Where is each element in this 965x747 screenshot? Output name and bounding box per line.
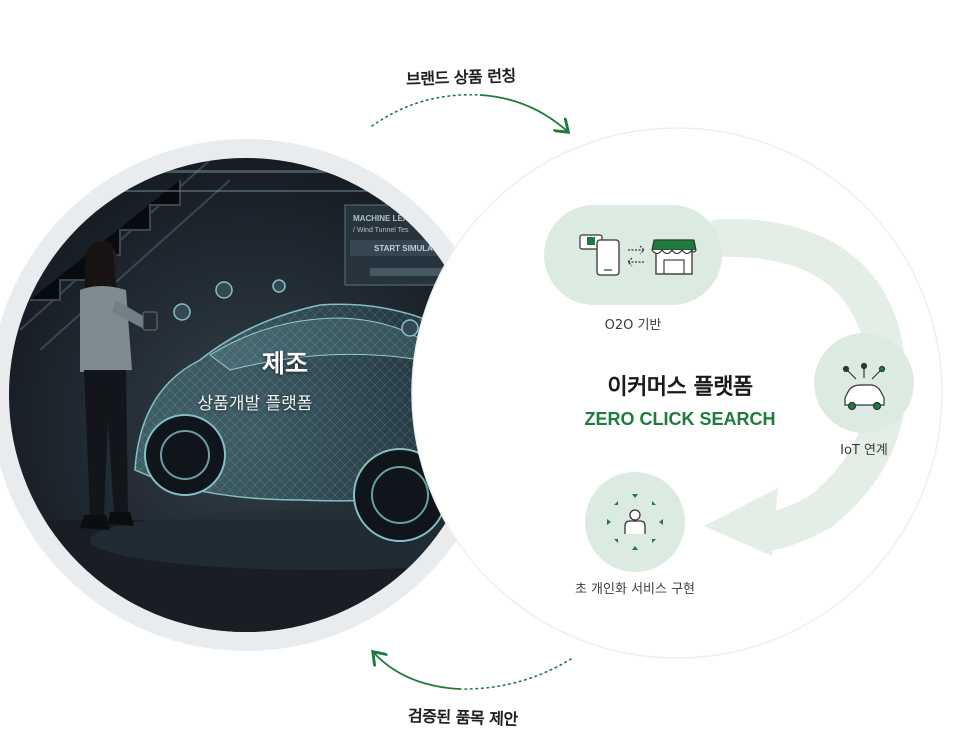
personalization-user-icon bbox=[607, 494, 663, 550]
top-flow-arrow bbox=[371, 93, 567, 131]
manufacturing-subtitle: 상품개발 플랫폼 bbox=[197, 394, 313, 414]
ecommerce-title: 이커머스 플랫폼 bbox=[607, 375, 753, 400]
bottom-arc-label: 검증된 품목 제안 bbox=[407, 706, 518, 729]
engineer-figure bbox=[80, 241, 158, 530]
manufacturing-title: 제조 bbox=[261, 349, 308, 378]
bottom-flow-arrow bbox=[374, 653, 572, 690]
personalization-node-label: 초 개인화 서비스 구현 bbox=[574, 582, 696, 597]
o2o-phone-store-icon bbox=[579, 234, 697, 276]
iot-node bbox=[814, 333, 914, 433]
screen-text-3: START SIMULA bbox=[374, 244, 433, 253]
o2o-node-label: O2O 기반 bbox=[604, 318, 662, 333]
connected-car-icon bbox=[842, 362, 886, 411]
o2o-node bbox=[544, 205, 722, 305]
screen-text-1: MACHINE LEA bbox=[353, 214, 409, 223]
personalization-node bbox=[585, 472, 685, 572]
ecommerce-subtitle: ZERO CLICK SEARCH bbox=[584, 409, 776, 429]
top-arc-label: 브랜드 상품 런칭 bbox=[405, 66, 517, 89]
car-wireframe bbox=[134, 303, 471, 542]
screen-text-2: / Wind Tunnel Tes bbox=[353, 227, 409, 234]
iot-node-label: IoT 연계 bbox=[840, 443, 888, 458]
hotspot-markers bbox=[173, 279, 419, 337]
